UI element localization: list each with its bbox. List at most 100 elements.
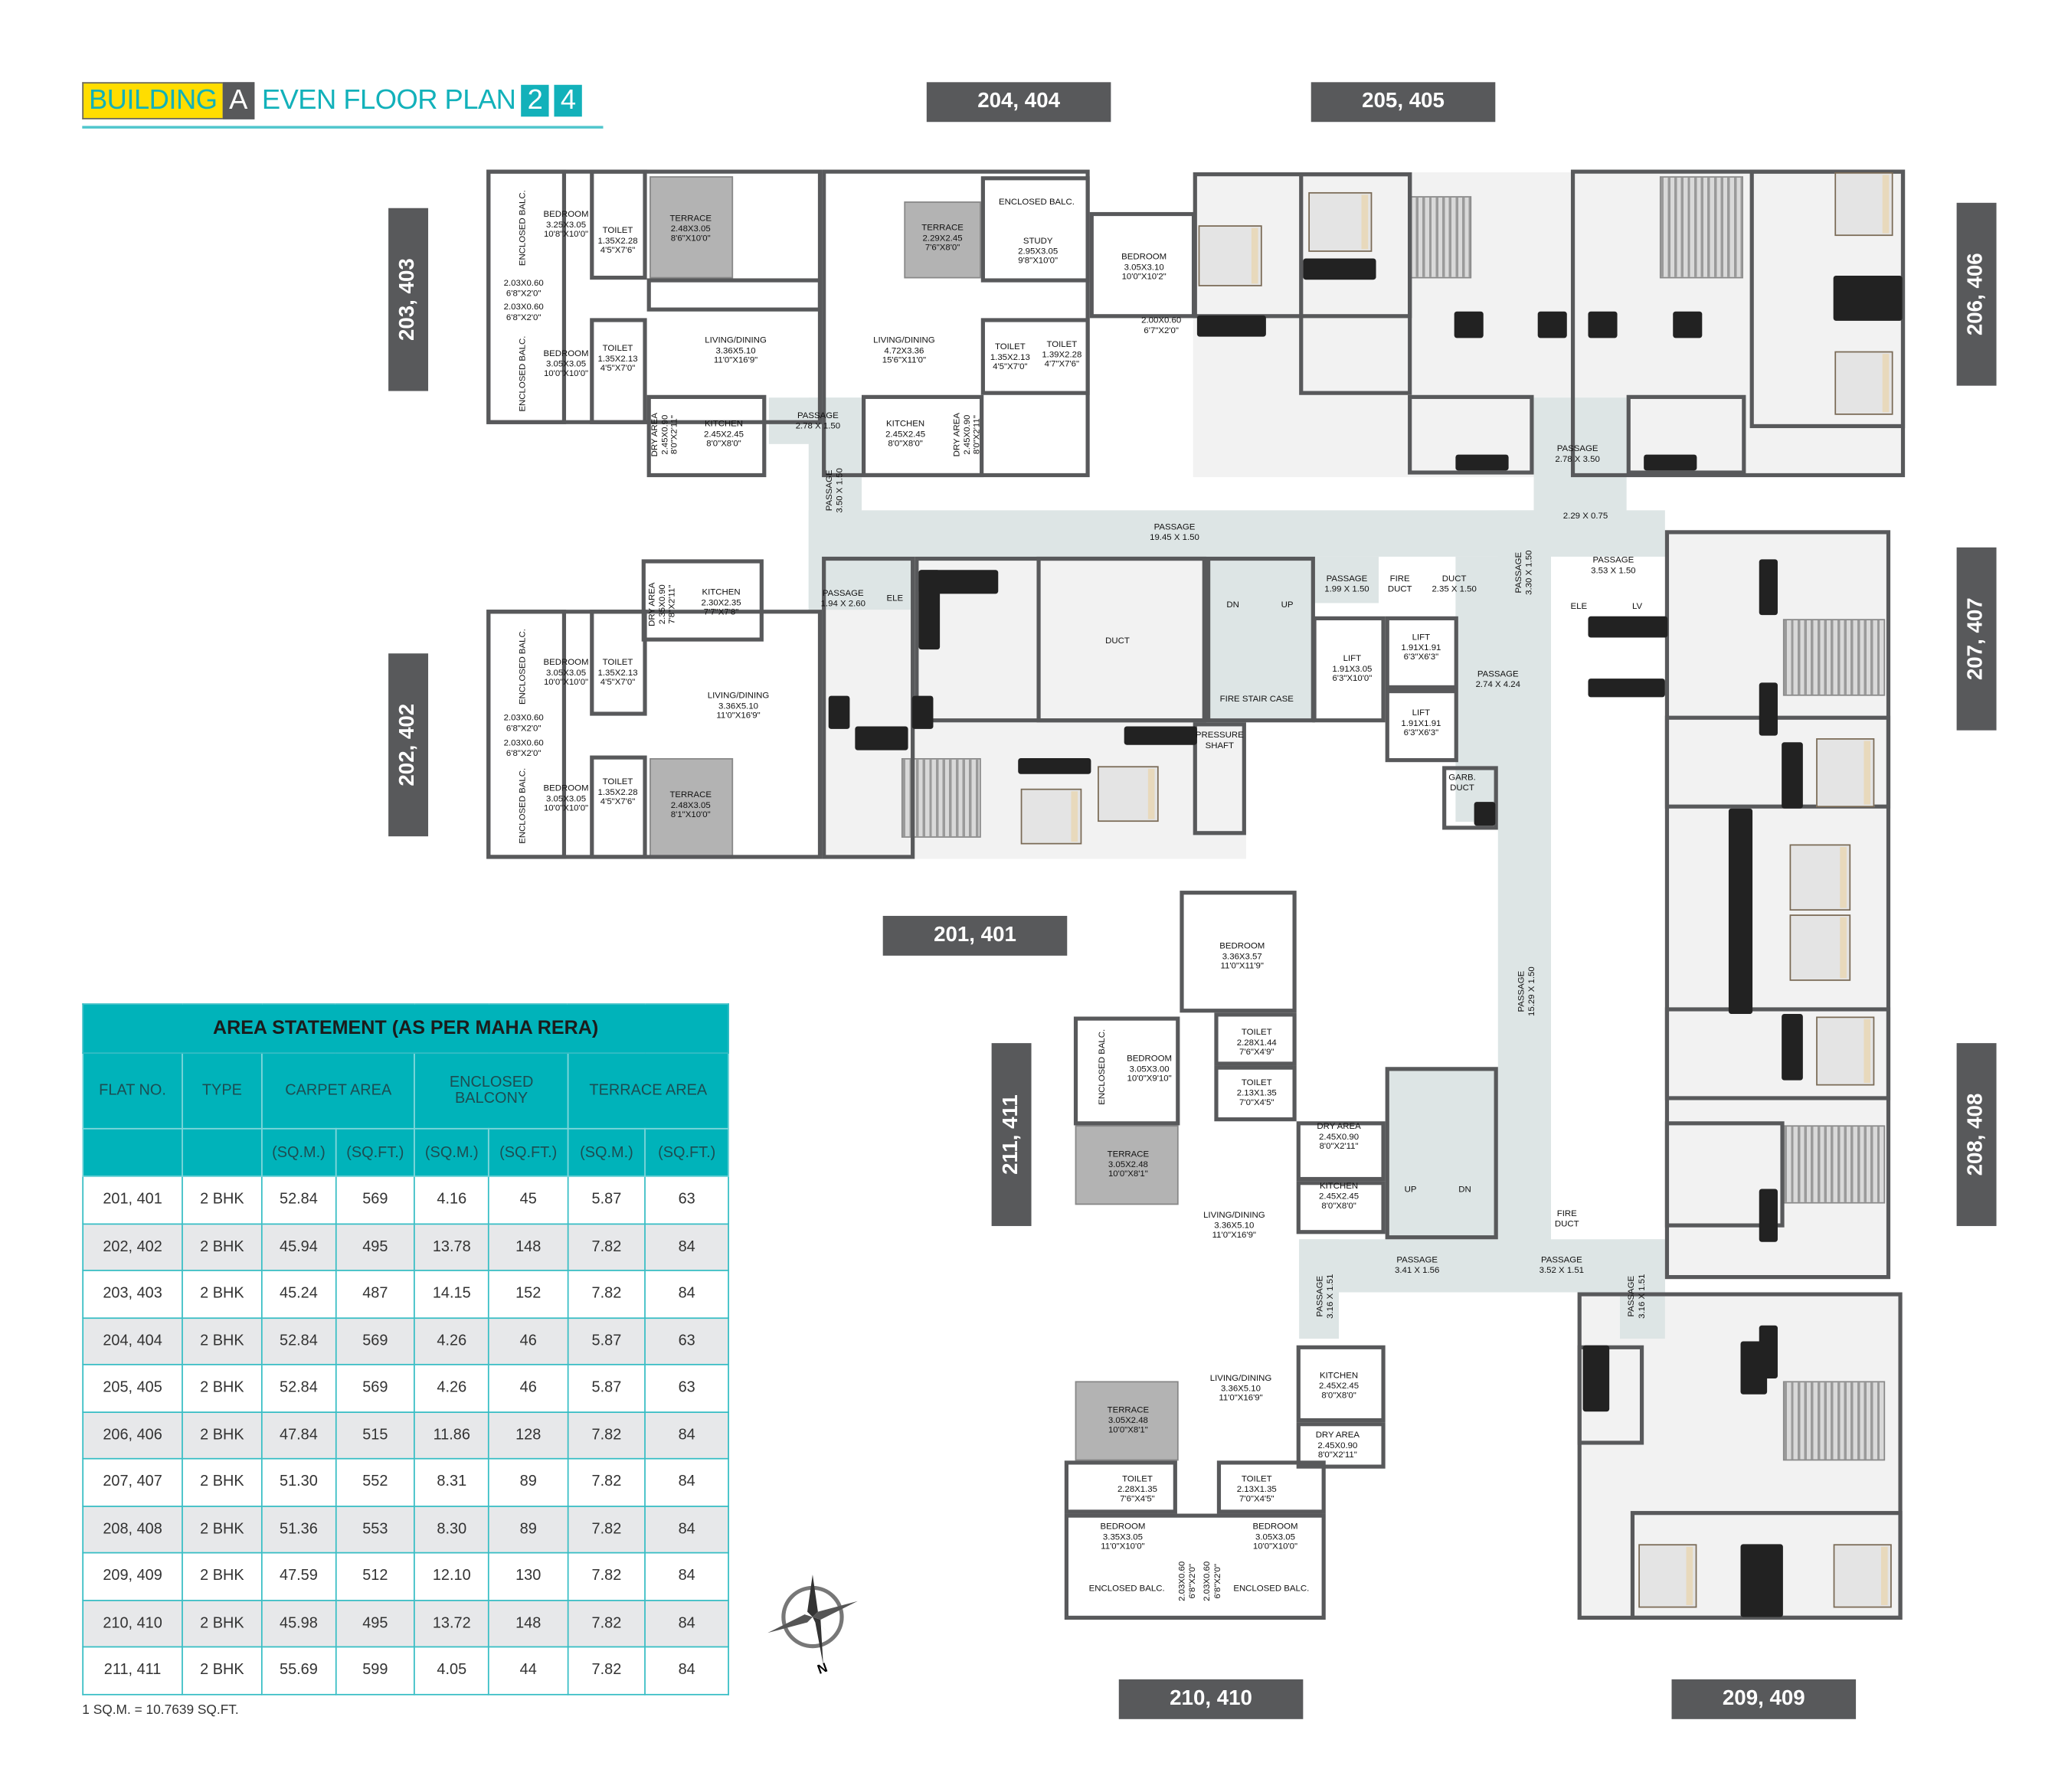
wall-outline <box>1299 172 1412 395</box>
wall-outline <box>1036 556 1206 723</box>
wall-outline <box>1296 1345 1386 1423</box>
room-label: DUCT <box>1105 636 1130 646</box>
furniture <box>1303 258 1376 280</box>
wall-outline <box>646 394 767 478</box>
furniture <box>1454 311 1484 338</box>
wall-outline <box>590 318 647 424</box>
table-cell: 7.82 <box>567 1646 646 1695</box>
table-cell: 45.24 <box>260 1270 336 1319</box>
room-label: TOILET 1.35X2.28 4'5"X7'6" <box>597 226 638 256</box>
table-cell: 63 <box>644 1316 729 1365</box>
room-label: LIFT 1.91X3.05 6'3"X10'0" <box>1332 654 1373 684</box>
furniture <box>1759 1325 1778 1378</box>
table-cell: 14.15 <box>414 1270 489 1319</box>
bed <box>1789 844 1851 911</box>
bed <box>1816 738 1875 808</box>
room-label: BEDROOM 3.25X3.05 10'8"X10'0" <box>543 210 589 240</box>
table-cell: 148 <box>488 1222 569 1271</box>
wall-outline <box>590 755 647 859</box>
table-cell: 495 <box>335 1222 416 1271</box>
room-label: BEDROOM 3.35X3.05 11'0"X10'0" <box>1100 1522 1146 1552</box>
wall-outline <box>1664 530 1891 1280</box>
table-cell: 12.10 <box>414 1552 489 1601</box>
sub-sqft: (SQ.FT.) <box>335 1127 416 1177</box>
table-cell: 44 <box>488 1646 569 1695</box>
table-cell: 128 <box>488 1411 569 1460</box>
room-label: DUCT 2.35 X 1.50 <box>1432 574 1477 594</box>
passage-area <box>1206 556 1315 723</box>
table-cell: 8.30 <box>414 1505 489 1554</box>
table-cell: 206, 406 <box>82 1411 183 1460</box>
terrace-area <box>650 757 734 859</box>
room-label: PASSAGE 3.53 X 1.50 <box>1591 555 1636 576</box>
table-cell: 55.69 <box>260 1646 336 1695</box>
terrace-area <box>650 176 734 279</box>
wall-outline <box>1064 1513 1326 1620</box>
table-cell: 52.84 <box>260 1363 336 1413</box>
bed <box>1020 788 1082 845</box>
wall-outline <box>1664 1007 1891 1100</box>
furniture <box>1833 275 1903 321</box>
page-title: BUILDING A EVEN FLOOR PLAN 2 4 <box>82 82 582 119</box>
terrace-area <box>904 201 981 279</box>
room-label: LIVING/DINING 3.36X5.10 11'0"X16'9" <box>707 691 770 721</box>
passage-area <box>1455 556 1551 822</box>
unit-tag-209: 209, 409 <box>1671 1679 1857 1719</box>
bed <box>1098 766 1159 822</box>
sub-sqm: (SQ.M.) <box>567 1127 646 1177</box>
room-label: LIVING/DINING 4.72X3.36 15'6"X11'0" <box>873 335 935 366</box>
room-label: 2.03X0.60 6'8"X2'0" <box>1203 1561 1222 1601</box>
furniture <box>918 570 941 650</box>
wall-outline <box>641 559 764 642</box>
room-label: 2.03X0.60 6'8"X2'0" <box>503 302 544 322</box>
table-cell: 208, 408 <box>82 1505 183 1554</box>
wall-outline <box>1312 616 1386 723</box>
unit-tag-208: 208, 408 <box>1956 1043 1997 1226</box>
sub-sqft: (SQ.FT.) <box>488 1127 569 1177</box>
room-label: DRY AREA 2.45X0.90 8'0"X2'11" <box>650 413 680 457</box>
table-cell: 2 BHK <box>182 1176 263 1225</box>
table-cell: 4.05 <box>414 1646 489 1695</box>
table-cell: 63 <box>644 1176 729 1225</box>
title-block: A <box>222 82 254 119</box>
bed <box>1834 172 1893 237</box>
table-cell: 45.98 <box>260 1599 336 1648</box>
room-label: PASSAGE 2.74 X 4.24 <box>1475 669 1520 689</box>
table-cell: 13.78 <box>414 1222 489 1271</box>
furniture <box>1782 742 1803 809</box>
wall-outline <box>1385 1067 1498 1240</box>
furniture <box>1728 808 1753 1015</box>
room-label: ENCLOSED BALC. <box>1088 1584 1165 1594</box>
passage-area <box>1385 1067 1498 1240</box>
room-label: GARB. DUCT <box>1448 773 1476 793</box>
wall-outline <box>1216 1460 1326 1514</box>
wall-outline <box>1664 715 1891 809</box>
room-label: TOILET 2.28X1.35 7'6"X4'5" <box>1117 1474 1158 1505</box>
bed <box>1834 351 1893 415</box>
room-label: PASSAGE 3.52 X 1.51 <box>1539 1255 1585 1275</box>
wall-outline <box>486 169 567 424</box>
room-label: 2.03X0.60 6'8"X2'0" <box>503 279 544 299</box>
wall-outline <box>1296 1121 1386 1182</box>
furnished-terrace <box>1659 176 1743 279</box>
furniture <box>1582 1345 1610 1412</box>
table-cell: 4.16 <box>414 1176 489 1225</box>
table-cell: 84 <box>644 1457 729 1507</box>
unit-tag-207: 207, 407 <box>1956 547 1997 731</box>
table-cell: 5.87 <box>567 1363 646 1413</box>
table-cell: 7.82 <box>567 1457 646 1507</box>
table-cell: 148 <box>488 1599 569 1648</box>
wall-outline <box>980 318 1090 395</box>
furnished-terrace <box>1408 196 1472 279</box>
table-cell: 2 BHK <box>182 1222 263 1271</box>
wall-outline <box>1180 891 1297 1013</box>
room-label: TOILET 1.35X2.13 4'5"X7'0" <box>990 342 1030 372</box>
table-cell: 569 <box>335 1176 416 1225</box>
furniture <box>828 695 850 729</box>
table-cell: 512 <box>335 1552 416 1601</box>
unit-tag-label: 209, 409 <box>1722 1687 1805 1710</box>
